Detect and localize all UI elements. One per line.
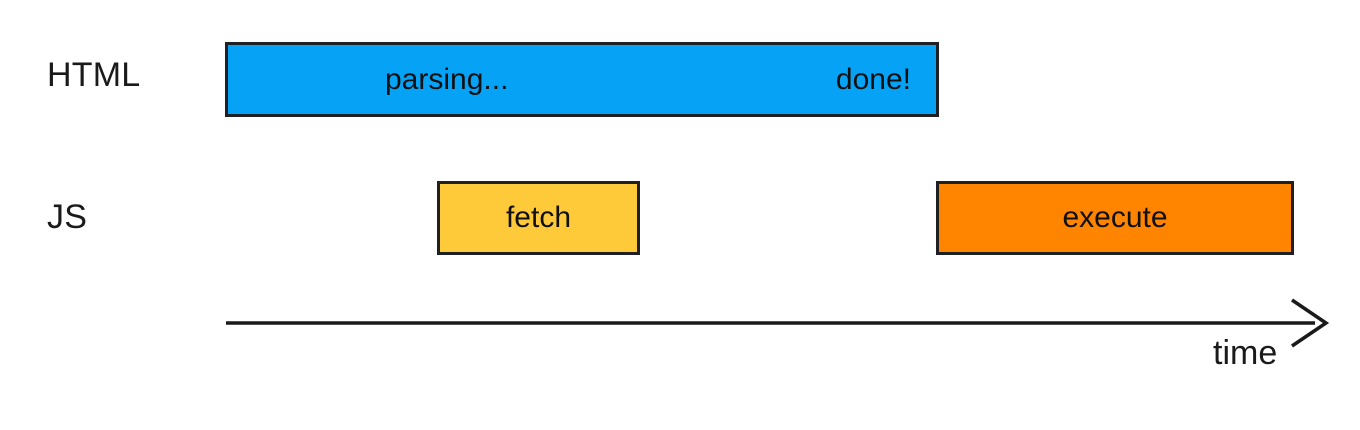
row-label-js: JS bbox=[47, 198, 88, 236]
time-axis-arrow bbox=[226, 298, 1330, 348]
js-fetch-label: fetch bbox=[505, 201, 572, 234]
time-axis-arrowhead bbox=[1291, 298, 1330, 348]
time-axis-label: time bbox=[1213, 334, 1278, 372]
html-parsing-label: parsing... bbox=[385, 62, 509, 96]
js-execute-label: execute bbox=[1062, 201, 1168, 234]
js-execute-bar: execute bbox=[936, 181, 1294, 255]
row-label-html: HTML bbox=[47, 56, 141, 94]
html-parsing-bar: parsing... done! bbox=[225, 42, 939, 117]
html-parsing-done-label: done! bbox=[835, 62, 911, 96]
js-fetch-bar: fetch bbox=[437, 181, 640, 255]
